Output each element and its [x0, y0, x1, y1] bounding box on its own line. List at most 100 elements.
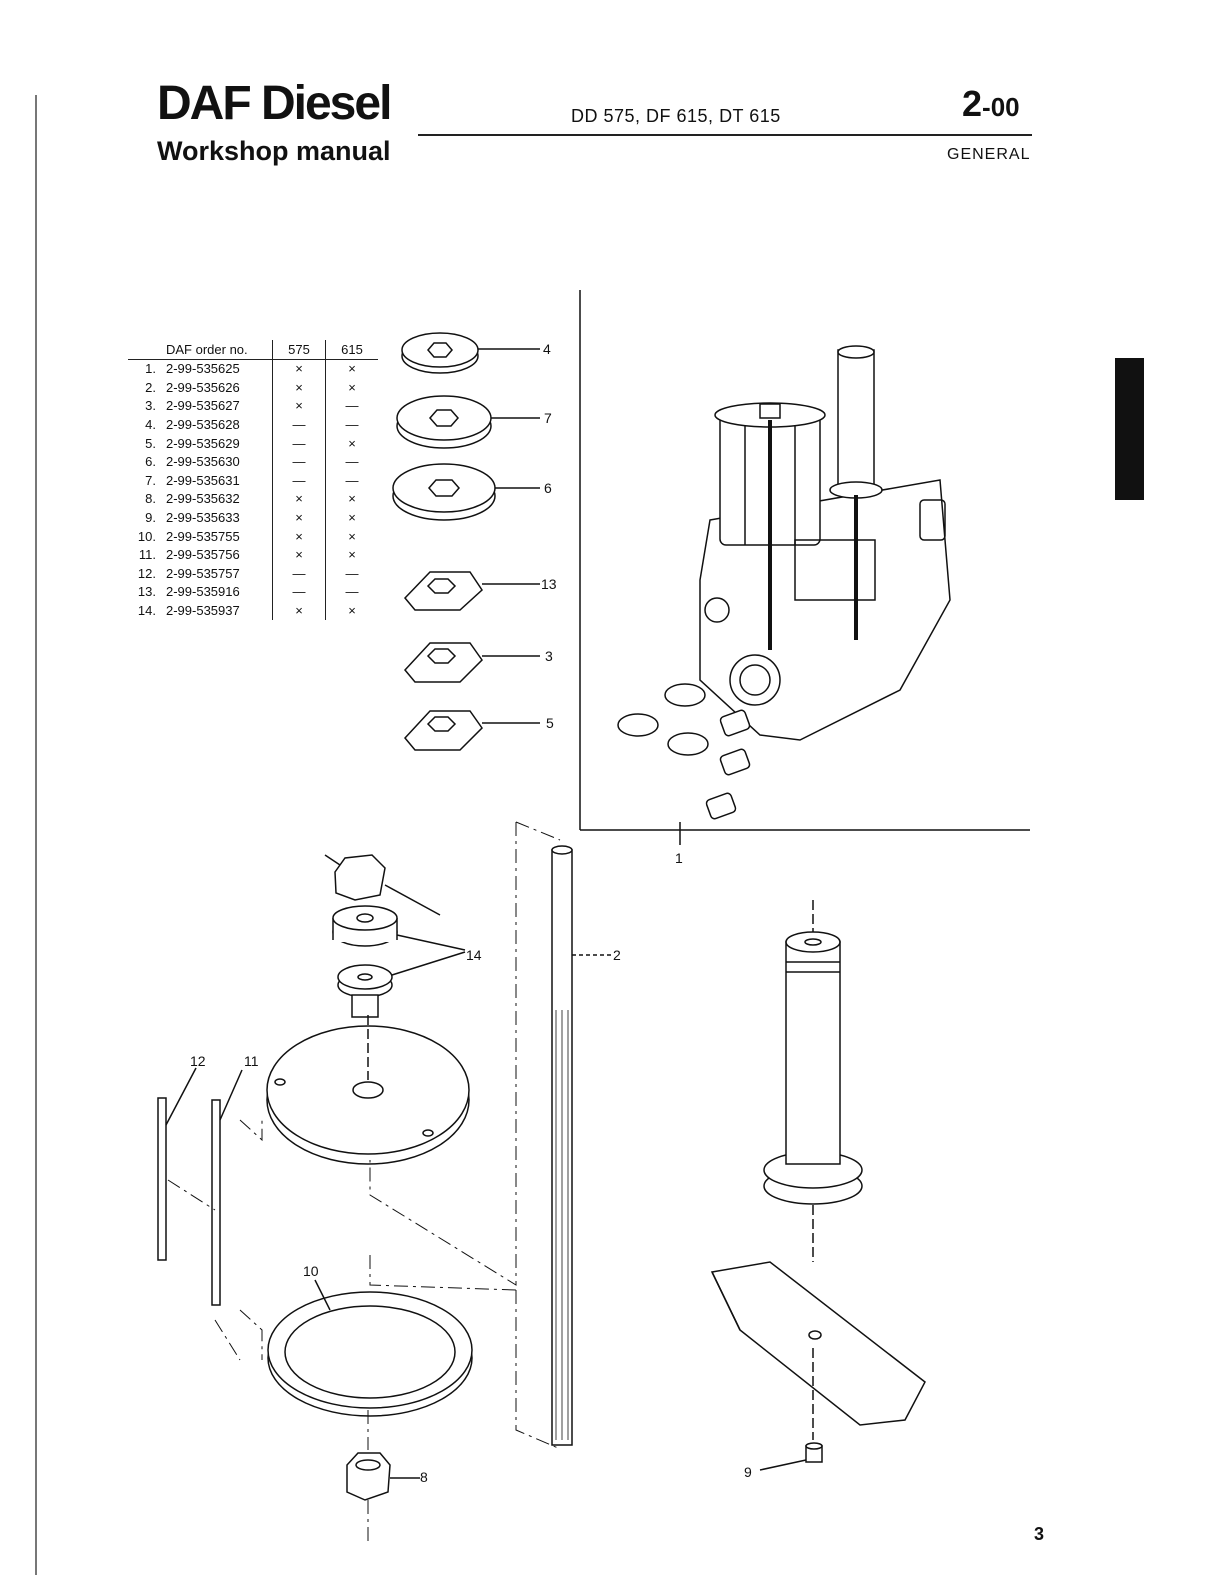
header-rule — [418, 134, 1032, 136]
disc-4 — [401, 332, 540, 374]
header-blank — [128, 340, 160, 360]
manual-subtitle: Workshop manual — [157, 136, 391, 166]
callout-4: 4 — [543, 341, 551, 357]
table-row: 7. 2-99-535631 —— — [128, 471, 378, 491]
brand-title: DAF Diesel — [157, 77, 392, 130]
order-number: 2-99-535631 — [166, 472, 240, 488]
order-number: 2-99-535757 — [166, 565, 240, 581]
header-615: 615 — [325, 340, 378, 360]
applies-575: × — [272, 490, 326, 509]
order-number: 2-99-535756 — [166, 547, 240, 563]
table-row: 3. 2-99-535627 ×— — [128, 397, 378, 416]
applies-575: × — [272, 545, 326, 565]
section-minor: -00 — [982, 92, 1020, 122]
callout-13: 13 — [541, 576, 557, 592]
section-major: 2 — [962, 83, 983, 124]
header-order-no: DAF order no. — [160, 340, 273, 360]
order-number: 2-99-535626 — [166, 379, 240, 395]
callout-12: 12 — [190, 1053, 206, 1069]
row-number: 10. — [137, 528, 156, 544]
order-number: 2-99-535916 — [166, 584, 240, 600]
applies-615: × — [325, 359, 378, 379]
row-number: 14. — [137, 603, 156, 619]
table-row: 6. 2-99-535630 —— — [128, 452, 378, 472]
page-number: 3 — [1034, 1524, 1045, 1544]
support-bracket — [710, 1205, 926, 1440]
applies-615: × — [325, 601, 378, 621]
callout-1: 1 — [675, 850, 683, 866]
disc-13 — [403, 571, 540, 611]
callout-10: 10 — [303, 1263, 319, 1279]
row-number: 4. — [145, 417, 156, 433]
applies-615: × — [325, 527, 378, 546]
support-column — [763, 900, 863, 1205]
row-number: 3. — [145, 398, 156, 414]
table-row: 2. 2-99-535626 ×× — [128, 378, 378, 398]
order-number: 2-99-535627 — [166, 398, 240, 414]
order-number: 2-99-535628 — [166, 417, 240, 433]
table-row: 1. 2-99-535625 ×× — [128, 359, 378, 379]
nut-and-bushings-14 — [324, 854, 466, 1018]
assembly-guide-lines — [167, 821, 561, 1545]
header-575: 575 — [272, 340, 326, 360]
loose-washers — [617, 683, 751, 820]
engine-block-with-tool — [699, 345, 951, 741]
callout-8: 8 — [420, 1469, 428, 1485]
applies-615: × — [325, 490, 378, 509]
page-margin-line — [35, 95, 37, 1575]
applies-615: — — [325, 415, 378, 435]
table-row: 5.2-99-535629—× — [128, 434, 378, 453]
row-number: 2. — [145, 379, 156, 395]
table-row: 8.2-99-535632×× — [128, 490, 378, 509]
applies-615: × — [325, 508, 378, 528]
applies-615: — — [325, 471, 378, 491]
table-row: 13.2-99-535916—— — [128, 583, 378, 602]
table-row: 14. 2-99-535937 ×× — [128, 601, 378, 621]
callout-2: 2 — [613, 947, 621, 963]
applies-575: × — [272, 378, 326, 398]
row-number: 7. — [145, 472, 156, 488]
row-number: 11. — [138, 547, 156, 563]
disc-5 — [404, 710, 540, 751]
row-number: 6. — [145, 454, 156, 470]
table-row: 11. 2-99-535756 ×× — [128, 545, 378, 565]
disc-6 — [392, 463, 540, 521]
row-number: 5. — [145, 435, 156, 451]
row-number: 1. — [145, 361, 156, 377]
applies-615: — — [325, 452, 378, 472]
applies-575: — — [272, 471, 326, 491]
spindle-2 — [551, 845, 612, 1446]
applies-575: — — [272, 564, 326, 584]
section-name: GENERAL — [947, 146, 1031, 163]
order-number: 2-99-535625 — [166, 361, 240, 377]
table-row: 10. 2-99-535755 ×× — [128, 527, 378, 546]
applies-575: × — [272, 527, 326, 546]
applies-575: × — [272, 359, 326, 379]
order-number: 2-99-535629 — [166, 435, 240, 451]
applies-615: × — [325, 378, 378, 398]
applies-615: × — [325, 545, 378, 565]
order-number: 2-99-535755 — [166, 528, 240, 544]
row-number: 9. — [145, 510, 156, 526]
rod-11 — [211, 1069, 243, 1306]
applies-615: — — [325, 564, 378, 584]
applies-575: — — [272, 583, 326, 602]
callout-14: 14 — [466, 947, 482, 963]
callout-9: 9 — [744, 1464, 752, 1480]
parts-table-header: DAF order no. 575 615 — [128, 340, 378, 360]
applies-575: — — [272, 415, 326, 435]
table-row: 9.2-99-535633×× — [128, 508, 378, 528]
applies-575: × — [272, 601, 326, 621]
applies-575: — — [272, 452, 326, 472]
table-row: 12.2-99-535757—— — [128, 564, 378, 584]
table-row: 4. 2-99-535628 —— — [128, 415, 378, 435]
order-number: 2-99-535630 — [166, 454, 240, 470]
callout-5: 5 — [546, 715, 554, 731]
callout-7: 7 — [544, 410, 552, 426]
applies-575: × — [272, 397, 326, 416]
order-number: 2-99-535937 — [166, 603, 240, 619]
callout-6: 6 — [544, 480, 552, 496]
applies-615: — — [325, 397, 378, 416]
applies-615: × — [325, 434, 378, 453]
